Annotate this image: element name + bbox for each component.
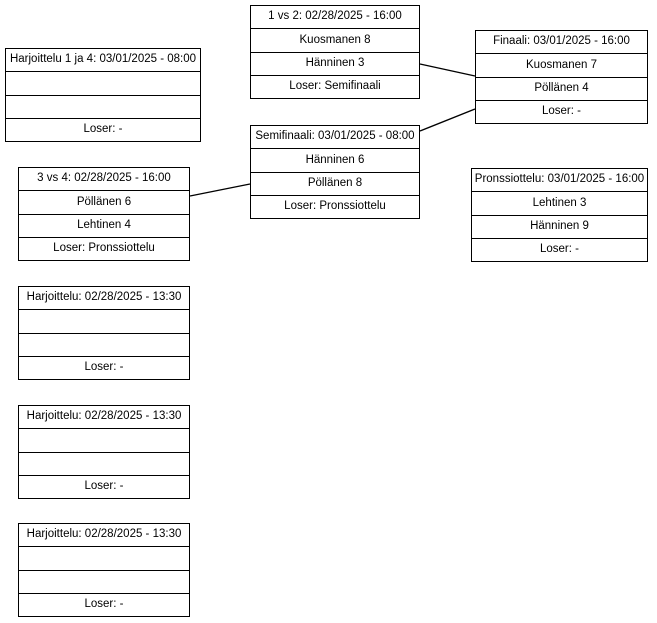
match-loser: Loser: - xyxy=(6,117,200,141)
connector-3vs4-to-semifinaali xyxy=(189,183,251,197)
match-player2 xyxy=(19,332,189,356)
match-player1: Kuosmanen 7 xyxy=(476,53,647,76)
match-player2 xyxy=(6,94,200,118)
match-player2 xyxy=(19,451,189,475)
match-player2: Hänninen 9 xyxy=(472,214,647,238)
match-player2 xyxy=(19,569,189,593)
match-loser: Loser: - xyxy=(19,355,189,379)
match-header: Harjoittelu: 02/28/2025 - 13:30 xyxy=(26,291,182,304)
match-loser: Loser: - xyxy=(19,592,189,616)
match-player2: Lehtinen 4 xyxy=(19,213,189,237)
match-header: 1 vs 2: 02/28/2025 - 16:00 xyxy=(268,10,402,23)
match-loser: Loser: Pronssiottelu xyxy=(251,194,419,218)
match-loser: Loser: Pronssiottelu xyxy=(19,236,189,260)
match-player1 xyxy=(19,546,189,569)
connector-1vs2-to-finaali xyxy=(419,63,476,77)
match-player2: Pöllänen 8 xyxy=(251,171,419,195)
match-header: Harjoittelu 1 ja 4: 03/01/2025 - 08:00 xyxy=(9,53,197,66)
match-player1 xyxy=(19,428,189,451)
match-header: 3 vs 4: 02/28/2025 - 16:00 xyxy=(37,172,171,185)
match-player2: Pöllänen 4 xyxy=(476,76,647,100)
match-loser: Loser: Semifinaali xyxy=(251,74,419,98)
match-header: Harjoittelu: 02/28/2025 - 13:30 xyxy=(26,410,182,423)
match-header: Finaali: 03/01/2025 - 16:00 xyxy=(493,35,630,48)
match-header: Harjoittelu: 02/28/2025 - 13:30 xyxy=(26,528,182,541)
match-player1: Kuosmanen 8 xyxy=(251,28,419,51)
match-player1 xyxy=(19,309,189,332)
match-player2: Hänninen 3 xyxy=(251,51,419,75)
match-header: Semifinaali: 03/01/2025 - 08:00 xyxy=(255,130,415,143)
match-player1: Hänninen 6 xyxy=(251,148,419,171)
match-player1: Lehtinen 3 xyxy=(472,191,647,214)
match-loser: Loser: - xyxy=(19,474,189,498)
match-loser: Loser: - xyxy=(476,99,647,123)
match-loser: Loser: - xyxy=(472,237,647,261)
match-player1 xyxy=(6,71,200,94)
connector-semifinaali-to-finaali xyxy=(419,108,476,132)
match-player1: Pöllänen 6 xyxy=(19,190,189,213)
match-header: Pronssiottelu: 03/01/2025 - 16:00 xyxy=(474,173,645,186)
